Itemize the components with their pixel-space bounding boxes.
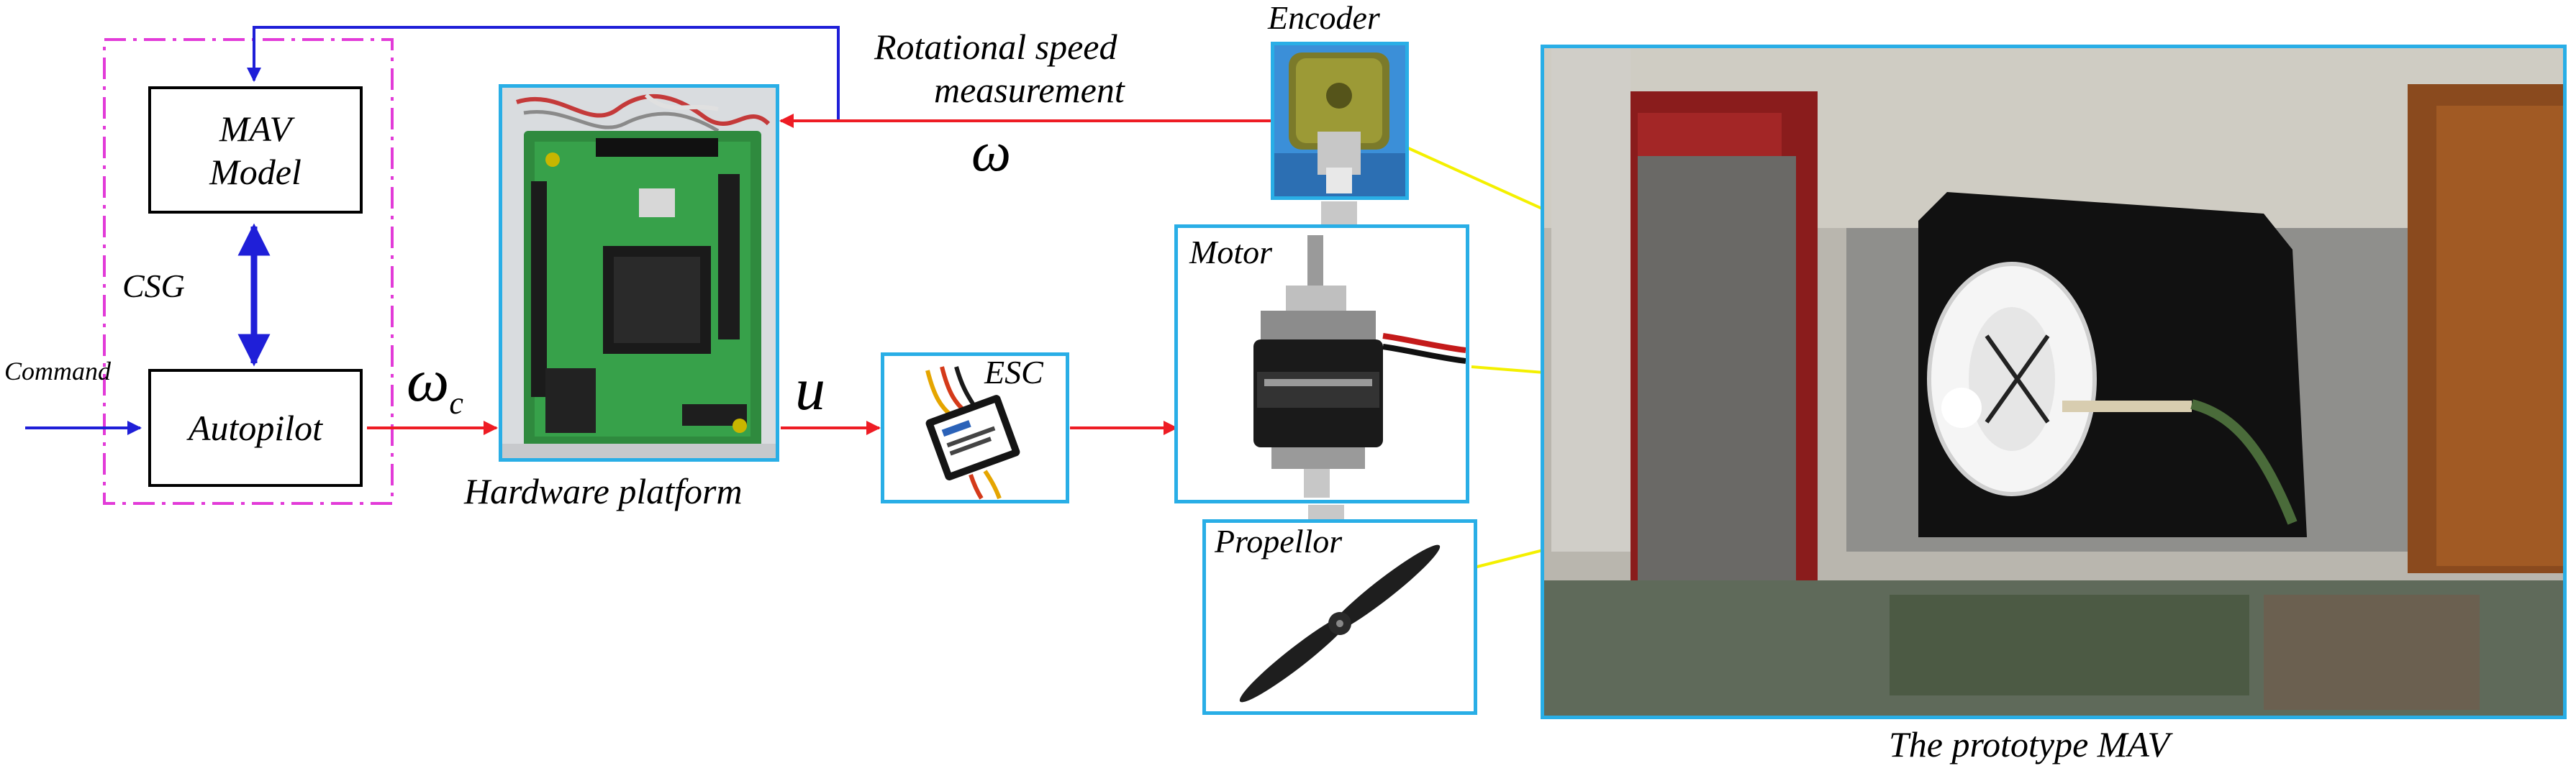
propellor-label: Propellor — [1215, 525, 1342, 558]
u-label: u — [795, 360, 825, 420]
mav-model-block: MAV Model — [148, 86, 363, 214]
encoder-label: Encoder — [1268, 1, 1380, 35]
motor-label: Motor — [1189, 236, 1272, 269]
prototype-mav-caption: The prototype MAV — [1889, 726, 2169, 762]
hardware-platform-image — [502, 88, 776, 458]
prototype-mav-image — [1544, 48, 2563, 716]
omega-label: ω — [971, 124, 1011, 180]
prototype-mav-photo — [1541, 45, 2567, 719]
encoder-image — [1274, 45, 1405, 196]
measurement-label: measurement — [934, 72, 1125, 108]
csg-label: CSG — [122, 270, 185, 303]
omega-c-symbol: ω — [407, 347, 449, 414]
esc-label: ESC — [984, 356, 1043, 389]
hardware-platform-photo — [499, 84, 779, 462]
encoder-shaft-coupling — [1321, 201, 1357, 226]
omega-c-label: ωc — [407, 351, 463, 419]
encoder-photo — [1271, 42, 1409, 200]
motor-shaft-coupling — [1308, 505, 1344, 521]
rotational-speed-label: Rotational speed — [874, 29, 1117, 65]
autopilot-block: Autopilot — [148, 369, 363, 487]
hardware-platform-caption: Hardware platform — [464, 473, 743, 509]
omega-c-subscript: c — [449, 385, 463, 421]
command-label: Command — [4, 358, 111, 384]
